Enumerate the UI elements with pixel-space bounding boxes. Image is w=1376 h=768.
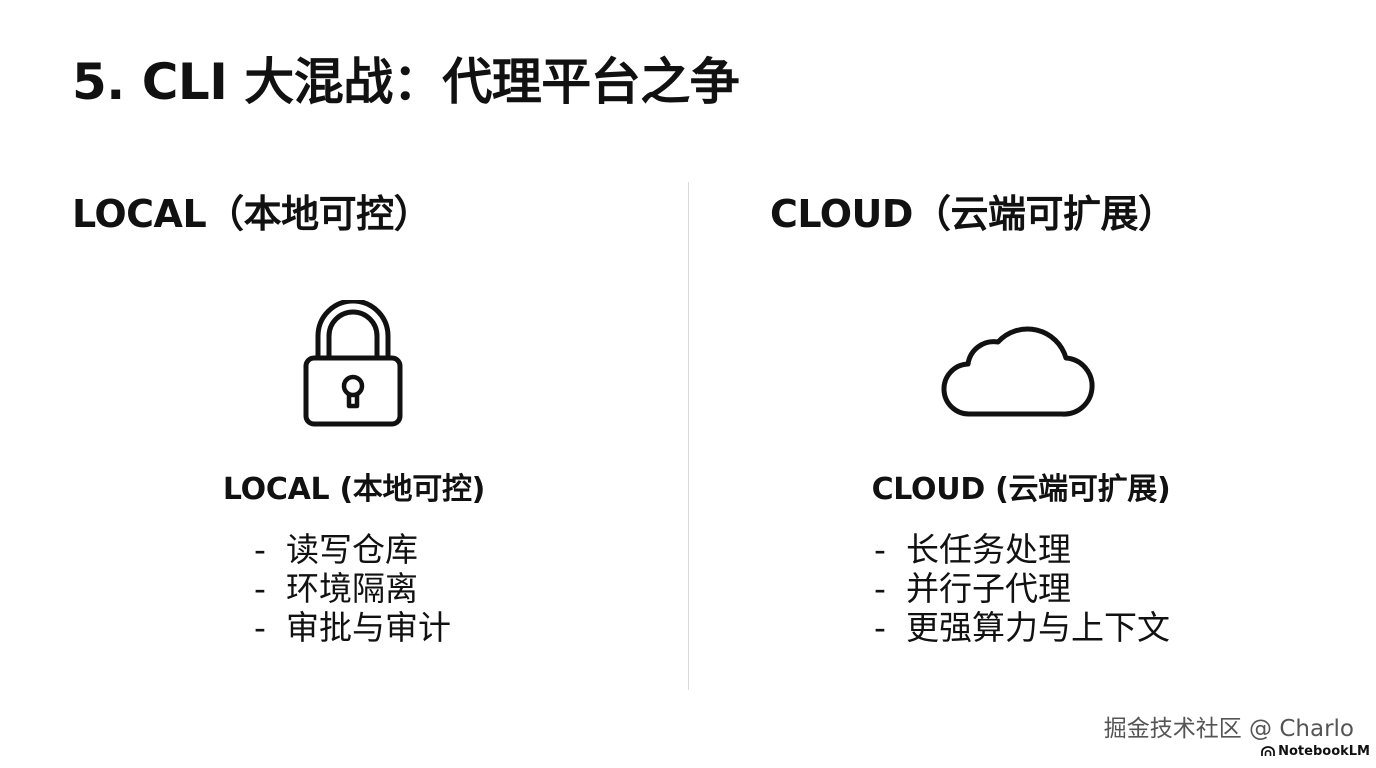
list-item-text: 环境隔离 xyxy=(286,569,418,608)
bullet-marker: - xyxy=(254,608,266,647)
notebooklm-logo-icon xyxy=(1261,746,1276,756)
brand-name: NotebookLM xyxy=(1278,744,1370,759)
list-item: -审批与审计 xyxy=(254,608,451,647)
bullet-marker: - xyxy=(254,569,266,608)
list-item-text: 读写仓库 xyxy=(286,530,418,569)
cloud-icon xyxy=(941,326,1095,417)
watermark-text: 掘金技术社区 @ Charlo xyxy=(1103,716,1354,742)
list-item-text: 长任务处理 xyxy=(906,530,1071,569)
bullet-marker: - xyxy=(874,530,886,569)
bullet-marker: - xyxy=(874,569,886,608)
list-item: -更强算力与上下文 xyxy=(874,608,1170,647)
brand-footer: NotebookLM xyxy=(1261,745,1370,758)
list-item: -长任务处理 xyxy=(874,530,1170,569)
list-item: -读写仓库 xyxy=(254,530,451,569)
lock-icon xyxy=(303,300,403,427)
list-item-text: 并行子代理 xyxy=(906,569,1071,608)
bullet-marker: - xyxy=(254,530,266,569)
local-heading: LOCAL（本地可控） xyxy=(72,192,432,236)
cloud-subheading: CLOUD (云端可扩展) xyxy=(871,472,1171,507)
local-subheading: LOCAL (本地可控) xyxy=(222,472,486,507)
list-item-text: 审批与审计 xyxy=(286,608,451,647)
cloud-feature-list: -长任务处理 -并行子代理 -更强算力与上下文 xyxy=(874,530,1170,647)
slide-title: 5. CLI 大混战：代理平台之争 xyxy=(72,53,740,111)
local-feature-list: -读写仓库 -环境隔离 -审批与审计 xyxy=(254,530,451,647)
cloud-heading: CLOUD（云端可扩展） xyxy=(770,192,1176,236)
bullet-marker: - xyxy=(874,608,886,647)
list-item: -并行子代理 xyxy=(874,569,1170,608)
list-item: -环境隔离 xyxy=(254,569,451,608)
column-divider xyxy=(688,182,689,690)
list-item-text: 更强算力与上下文 xyxy=(906,608,1170,647)
